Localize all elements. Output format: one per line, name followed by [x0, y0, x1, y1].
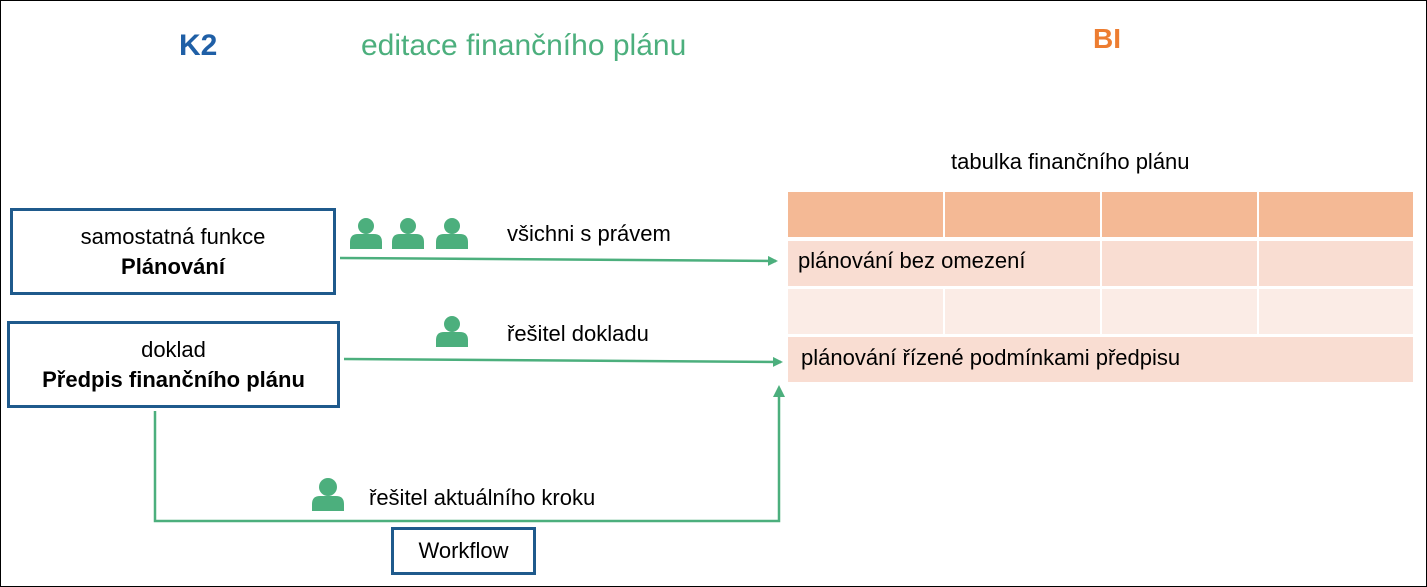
table-cell	[788, 241, 1100, 286]
table-cell	[1102, 241, 1257, 286]
workflow-path	[153, 394, 781, 523]
document-box-line1: doklad	[141, 336, 206, 362]
bi-title: BI	[1093, 23, 1121, 54]
table-cell	[788, 289, 943, 334]
table-cell	[1259, 289, 1413, 334]
table-title: tabulka finančního plánu	[951, 149, 1190, 174]
standalone-box-line1: samostatná funkce	[80, 223, 266, 249]
table-row-rule-driven-planning: plánování řízené podmínkami předpisu	[801, 345, 1181, 370]
table-cell	[788, 337, 1413, 382]
users-icon	[350, 218, 468, 249]
workflow-box: Workflow	[391, 527, 536, 575]
standalone-box-line2: Plánování	[121, 253, 225, 279]
user-icon	[312, 478, 344, 511]
workflow-box-label: Workflow	[418, 538, 509, 563]
arrow-document-to-table	[343, 356, 783, 367]
table-header-cell	[945, 192, 1100, 237]
standalone-planning-box: samostatná funkce Plánování	[10, 208, 336, 295]
table-cell	[1102, 289, 1257, 334]
label-document-solver: řešitel dokladu	[507, 321, 649, 346]
k2-title: K2	[179, 29, 218, 62]
table-header-cell	[1102, 192, 1257, 237]
arrow-standalone-to-table	[339, 255, 778, 266]
editing-title: editace finančního plánu	[361, 29, 687, 62]
document-box: doklad Předpis finančního plánu	[7, 321, 340, 408]
user-icon	[436, 316, 468, 347]
table-header-cell	[788, 192, 943, 237]
table-row-unlimited-planning: plánování bez omezení	[798, 248, 1026, 273]
label-all-with-rights: všichni s právem	[507, 221, 671, 246]
document-box-line2: Předpis finančního plánu	[42, 366, 305, 392]
table-header-cell	[1259, 192, 1413, 237]
table-cell	[1259, 241, 1413, 286]
label-current-step-solver: řešitel aktuálního kroku	[369, 485, 596, 510]
workflow-arrowhead	[773, 385, 785, 397]
table-cell	[945, 289, 1100, 334]
